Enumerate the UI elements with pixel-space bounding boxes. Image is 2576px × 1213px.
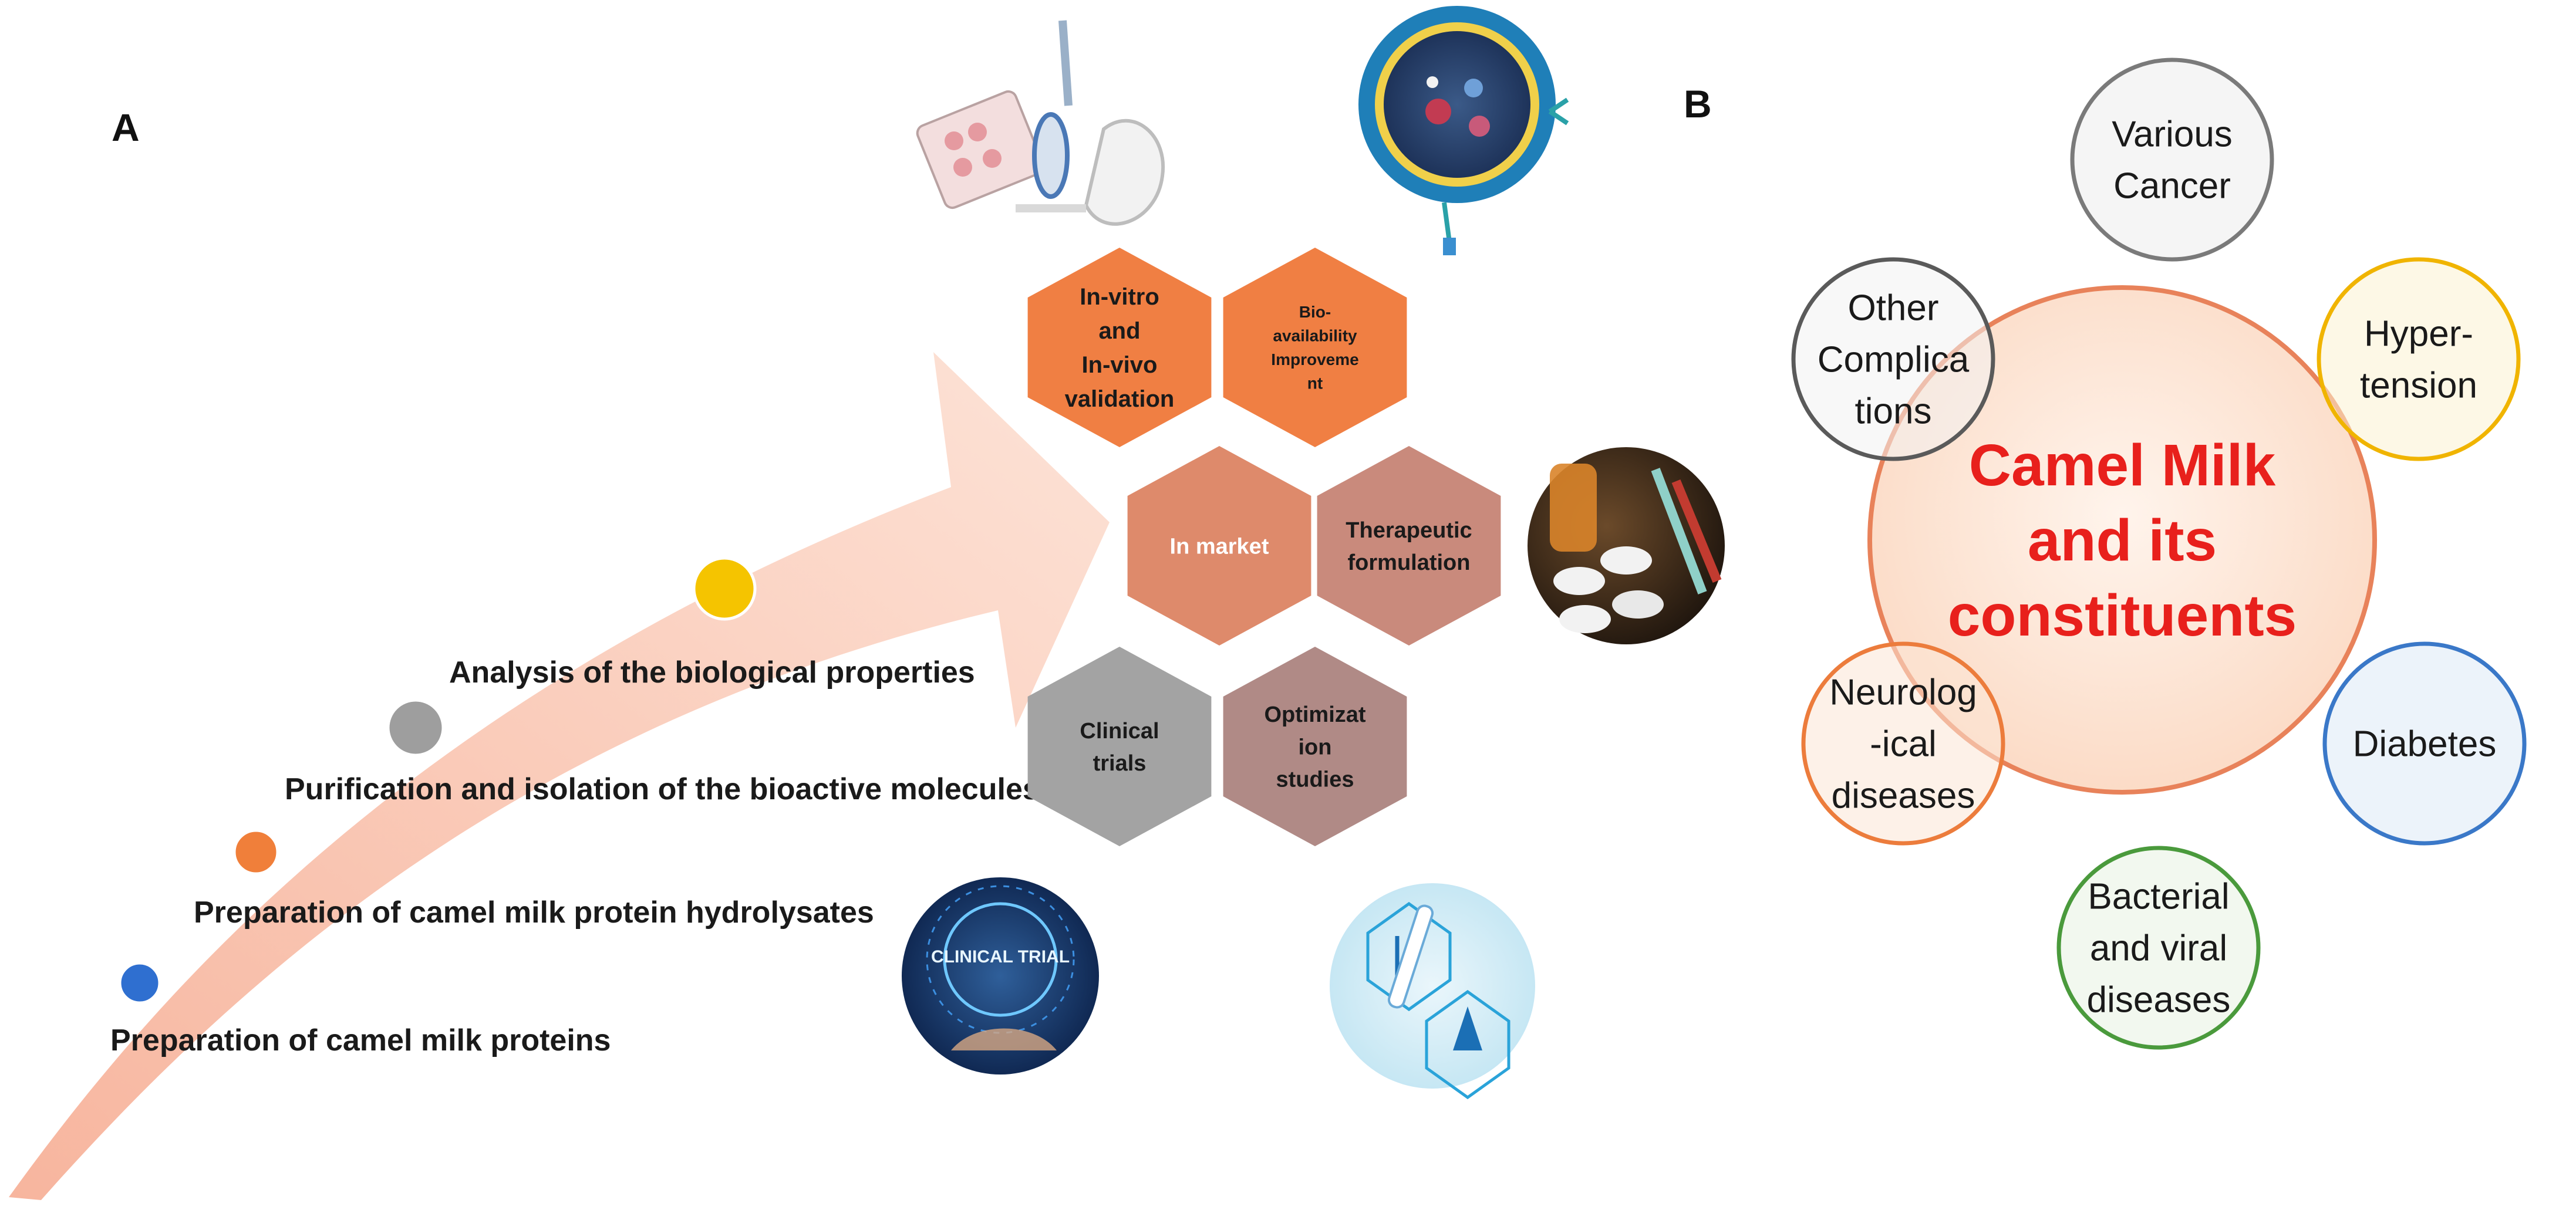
- hexagon-bioavailability: [1223, 248, 1407, 447]
- circle-hypertension-label: tension: [2360, 366, 2477, 406]
- progress-arrow: [9, 352, 1110, 1200]
- medicine-photo-icon: [1528, 447, 1725, 644]
- panel-a: A Preparation of camel milk proteins Pre…: [9, 6, 1725, 1200]
- circle-bacterial: [2056, 846, 2261, 1050]
- lab-equipment-icon: [916, 20, 1165, 226]
- circle-neurological-label: Neurolog: [1829, 673, 1977, 713]
- circle-other-label: tions: [1855, 391, 1932, 432]
- step-dot-proteins: [118, 961, 161, 1005]
- hexagon-in-vitro-label: validation: [1065, 386, 1175, 412]
- hexagon-clinical-label: Clinical: [1080, 719, 1159, 744]
- circle-bacterial-label: diseases: [2087, 980, 2231, 1021]
- hexagon-therapeutic-label: Therapeutic: [1346, 518, 1472, 543]
- hexagon-in-vitro-label: and: [1098, 318, 1140, 344]
- circle-neurological: [1801, 641, 2005, 846]
- step-label-hydrolysates: Preparation of camel milk protein hydrol…: [194, 896, 874, 930]
- hexagon-bioavailability-label: nt: [1307, 374, 1323, 393]
- center-title-line: constituents: [1948, 583, 2297, 648]
- panel-b-label: B: [1684, 82, 1712, 126]
- hexagon-optimization-label: ion: [1299, 735, 1332, 759]
- liposome-icon: [1358, 6, 1569, 255]
- clinical-trial-icon: CLINICAL TRIAL: [902, 877, 1099, 1075]
- hexagon-optimization-label: studies: [1276, 767, 1354, 792]
- condition-circles: VariousCancerHyper-tensionDiabetesBacter…: [1791, 58, 2527, 1050]
- center-title: Camel Milk and its constituents: [1948, 433, 2297, 648]
- circle-other-label: Complica: [1818, 340, 1970, 380]
- circle-hypertension-label: Hyper-: [2364, 314, 2473, 354]
- hexagon-therapeutic: [1317, 446, 1501, 646]
- circle-other-label: Other: [1847, 288, 1938, 329]
- circle-bacterial-label: Bacterial: [2088, 877, 2229, 917]
- circle-cancer: [2070, 58, 2274, 262]
- step-label-purification: Purification and isolation of the bioact…: [285, 772, 1040, 806]
- hexagon-in-vitro-label: In-vivo: [1082, 352, 1158, 378]
- hexagon-optimization-label: Optimizat: [1264, 702, 1365, 727]
- hexagon-in-market-label: In market: [1170, 534, 1269, 559]
- hexagon-bioavailability-label: availability: [1273, 327, 1357, 345]
- panel-b: B VariousCancerHyper-tensionDiabetesBact…: [1684, 58, 2527, 1050]
- circle-other: [1791, 257, 1995, 461]
- step-label-proteins: Preparation of camel milk proteins: [110, 1023, 611, 1057]
- hexagon-in-vitro: [1027, 248, 1212, 447]
- circle-hypertension: [2317, 257, 2521, 461]
- step-dot-purification: [386, 698, 445, 757]
- clinical-trial-badge: CLINICAL TRIAL: [931, 947, 1070, 967]
- lab-research-icon: [1330, 883, 1535, 1100]
- hexagon-in-market: [1127, 446, 1311, 646]
- step-dot-hydrolysates: [232, 829, 279, 876]
- hexagon-in-vitro-label: In-vitro: [1080, 284, 1159, 310]
- hexagon-clinical: [1027, 647, 1212, 846]
- hexagon-clinical-label: trials: [1093, 751, 1147, 776]
- circle-neurological-label: -ical: [1870, 724, 1937, 765]
- circle-diabetes-label: Diabetes: [2353, 724, 2497, 765]
- hexagon-bioavailability-label: Improveme: [1271, 350, 1358, 369]
- center-title-line: Camel Milk: [1969, 433, 2276, 498]
- step-dot-analysis: [692, 556, 757, 621]
- step-label-analysis: Analysis of the biological properties: [449, 656, 975, 690]
- hexagon-optimization: [1223, 647, 1407, 846]
- circle-neurological-label: diseases: [1832, 776, 1975, 816]
- panel-a-label: A: [112, 106, 140, 149]
- circle-cancer-label: Various: [2112, 114, 2233, 155]
- hexagon-bioavailability-label: Bio-: [1299, 303, 1331, 321]
- circle-diabetes: [2322, 641, 2527, 846]
- circle-bacterial-label: and viral: [2090, 928, 2227, 969]
- center-title-line: and its: [2028, 508, 2217, 573]
- hexagon-therapeutic-label: formulation: [1348, 550, 1471, 575]
- circle-cancer-label: Cancer: [2113, 166, 2231, 207]
- center-circle: [1867, 285, 2377, 795]
